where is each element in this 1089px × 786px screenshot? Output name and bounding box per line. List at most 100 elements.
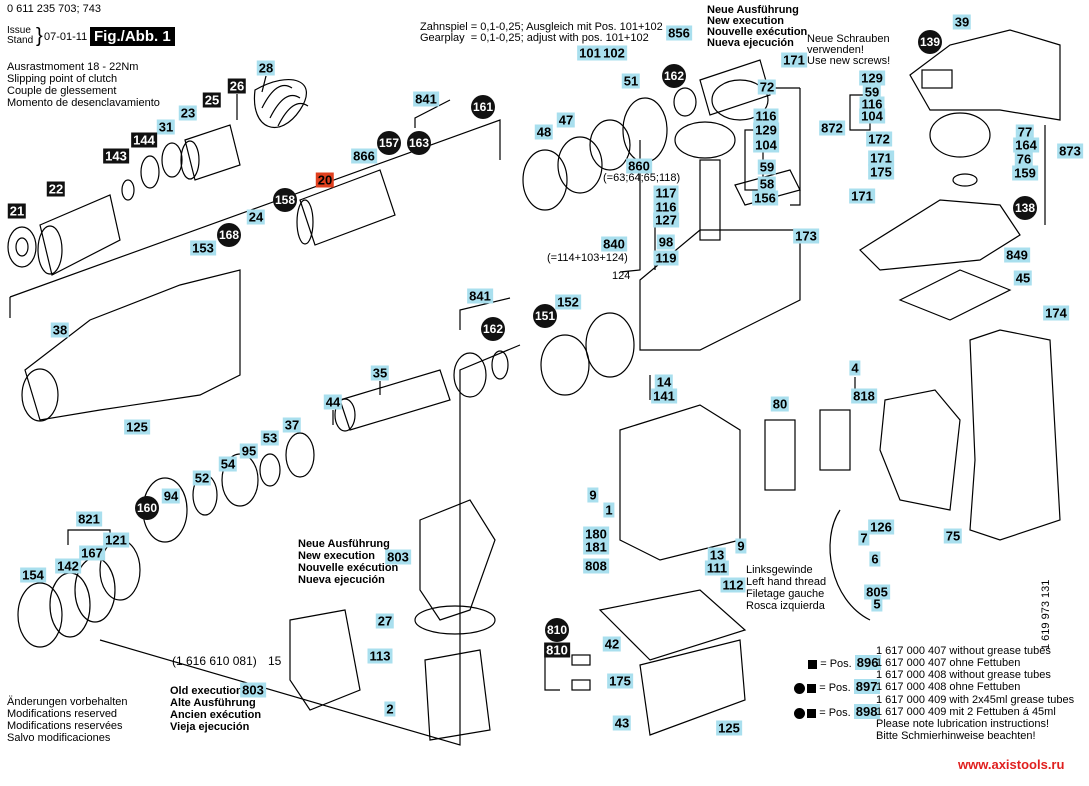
legend-line: 1 617 000 408 without grease tubes (876, 669, 1051, 681)
callout-873: 873 (1057, 143, 1083, 159)
callout-840: 840 (601, 236, 627, 252)
note-line: New execution (298, 550, 376, 562)
callout-821: 821 (76, 511, 102, 527)
callout-872: 872 (819, 120, 845, 136)
callout-111: 111 (704, 560, 730, 576)
note-line: Modifications reservées (7, 720, 123, 732)
legend-row: = Pos. 897 (782, 669, 880, 706)
callout-2: 2 (384, 701, 396, 717)
note-line: Nueva ejecución (298, 574, 385, 586)
callout-59: 59 (757, 159, 777, 175)
note-line: verwenden! (807, 44, 864, 56)
callout-856: 856 (666, 25, 692, 41)
callout-119: 119 (653, 250, 679, 266)
note-line: Use new screws! (807, 55, 891, 67)
note-line: Salvo modificaciones (7, 732, 111, 744)
legend-prefix: = Pos. (819, 707, 851, 719)
note-line: Nueva ejecución (707, 37, 794, 49)
callout-127: 127 (653, 212, 679, 228)
note-line: Filetage gauche (746, 588, 825, 600)
old-part-number: (1 616 610 081) (172, 654, 257, 668)
circle-symbol-icon (794, 682, 806, 694)
legend-prefix: = Pos. (820, 658, 852, 670)
drawing-number: 1 619 973 131 (1040, 579, 1052, 650)
callout-6: 6 (869, 551, 881, 567)
callout-164: 164 (1013, 137, 1039, 153)
callout-116: 116 (753, 108, 779, 124)
legend-line: 1 617 000 408 ohne Fettuben (876, 681, 1021, 693)
legend-line: 1 617 000 407 without grease tubes (876, 645, 1051, 657)
callout-171: 171 (868, 150, 894, 166)
note-line: Zahnspiel = 0,1-0,25; Ausgleich mit Pos.… (420, 21, 663, 33)
callout-117: 117 (653, 185, 679, 201)
legend-line: 1 617 000 407 ohne Fettuben (876, 657, 1021, 669)
label-15: 15 (268, 654, 282, 668)
note-line: Ausrastmoment 18 - 22Nm (7, 61, 139, 73)
callout-175: 175 (868, 164, 894, 180)
circle-symbol-icon (794, 707, 806, 719)
callout-805: 805 (864, 584, 890, 600)
issue-date: 07-01-11 (44, 31, 88, 43)
callout-47: 47 (556, 112, 576, 128)
callout-152: 152 (555, 294, 581, 310)
callout-42: 42 (602, 636, 622, 652)
callout-129: 129 (859, 70, 885, 86)
callout-5: 5 (871, 596, 883, 612)
callout-860: 860 (626, 158, 652, 174)
callout-167: 167 (79, 545, 105, 561)
callout-849: 849 (1004, 247, 1030, 263)
callout-841: 841 (467, 288, 493, 304)
callout-172: 172 (866, 131, 892, 147)
callout-180: 180 (583, 526, 609, 542)
callout-181: 181 (583, 539, 609, 555)
callout-126: 126 (868, 519, 894, 535)
callout-14: 14 (654, 374, 674, 390)
callout-803: 803 (240, 682, 266, 698)
legend-pos: 896 (854, 655, 881, 670)
callout-25: 25 (202, 92, 222, 108)
note-line: Vieja ejecución (170, 721, 250, 733)
callout-37: 37 (282, 417, 302, 433)
callout-866: 866 (351, 148, 377, 164)
note-line: Old execution (170, 685, 243, 697)
legend-row: = Pos. 898 (782, 694, 880, 731)
callout-59: 59 (862, 84, 882, 100)
legend-line: Please note lubrication instructions! (876, 718, 1050, 730)
callout-95: 95 (239, 443, 259, 459)
callout-104: 104 (859, 108, 885, 124)
part-number: 0 611 235 703; 743 (7, 3, 101, 15)
callout-39: 39 (952, 14, 972, 30)
callout-158: 158 (273, 188, 297, 212)
legend-row: = Pos. 896 (796, 645, 881, 682)
callout-28: 28 (256, 60, 276, 76)
brace: } (36, 25, 43, 47)
website-link[interactable]: www.axistools.ru (958, 757, 1065, 772)
callout-52: 52 (192, 470, 212, 486)
callout-9: 9 (587, 487, 599, 503)
callout-162: 162 (481, 317, 505, 341)
callout-125: 125 (124, 419, 150, 435)
callout-76: 76 (1014, 151, 1034, 167)
callout-7: 7 (858, 530, 870, 546)
note-line: Left hand thread (746, 576, 827, 588)
callout-156: 156 (752, 190, 778, 206)
callout-168: 168 (217, 223, 241, 247)
note-line: Slipping point of clutch (7, 73, 118, 85)
note-line: Nouvelle exécution (298, 562, 399, 574)
callout-121: 121 (103, 532, 129, 548)
stand-label: Stand (7, 35, 34, 46)
callout-151: 151 (533, 304, 557, 328)
square-symbol-icon (807, 708, 817, 718)
callout-138: 138 (1013, 196, 1037, 220)
callout-116: 116 (859, 96, 885, 112)
callout-27: 27 (375, 613, 395, 629)
legend-pos: 897 (853, 679, 880, 694)
callout-45: 45 (1013, 270, 1033, 286)
callout-75: 75 (943, 528, 963, 544)
note-line: Änderungen vorbehalten (7, 696, 128, 708)
callout-161: 161 (471, 95, 495, 119)
callout-808: 808 (583, 558, 609, 574)
callout-20: 20 (315, 172, 335, 188)
callout-24: 24 (246, 209, 266, 225)
square-symbol-icon (808, 659, 818, 669)
